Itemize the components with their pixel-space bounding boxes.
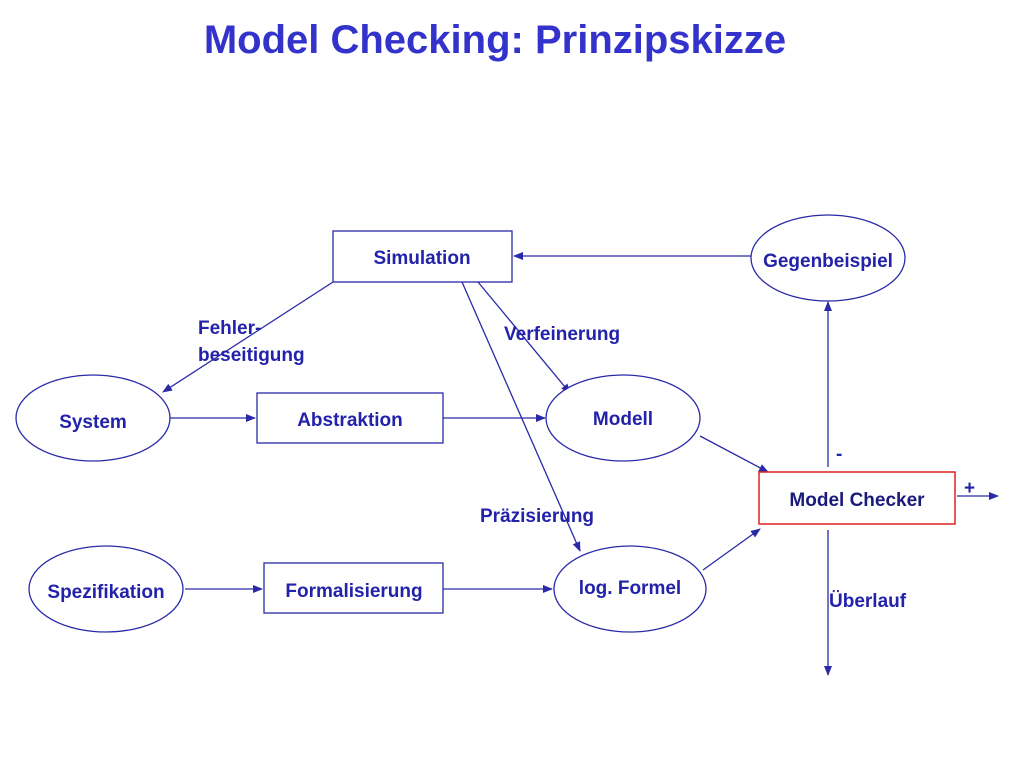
node-model-checker-label: Model Checker [789,490,925,511]
node-system-label: System [59,412,127,433]
node-formalisierung-label: Formalisierung [285,581,422,602]
node-modell: Modell [545,374,701,462]
label-ueberlauf: Überlauf [829,591,907,612]
node-spezifikation-label: Spezifikation [47,582,164,603]
node-system: System [15,374,171,462]
node-abstraktion-label: Abstraktion [297,410,403,431]
edge-log-formel-to-model-checker [702,528,761,571]
label-fehler-line2: beseitigung [198,345,305,366]
node-gegenbeispiel-label: Gegenbeispiel [763,251,893,272]
label-fehler-line1: Fehler- [198,318,261,339]
node-gegenbeispiel: Gegenbeispiel [750,214,906,302]
edge-simulation-to-modell [477,281,571,394]
node-spezifikation: Spezifikation [28,545,184,633]
node-model-checker: Model Checker [758,471,956,525]
label-minus: - [836,444,842,465]
node-log-formel-label: log. Formel [579,578,681,599]
label-praezisierung: Präzisierung [480,506,594,527]
label-plus: + [964,478,975,499]
edge-simulation-to-log-formel [461,281,581,552]
edge-modell-to-model-checker [699,435,769,473]
page-title: Model Checking: Prinzipskizze [203,18,787,62]
node-simulation: Simulation [332,230,513,283]
edge-simulation-to-system [162,281,334,393]
node-modell-label: Modell [593,409,653,430]
node-formalisierung: Formalisierung [263,562,444,614]
label-verfeinerung: Verfeinerung [504,324,620,345]
node-abstraktion: Abstraktion [256,392,444,444]
node-log-formel: log. Formel [553,545,707,633]
node-simulation-label: Simulation [373,248,470,269]
